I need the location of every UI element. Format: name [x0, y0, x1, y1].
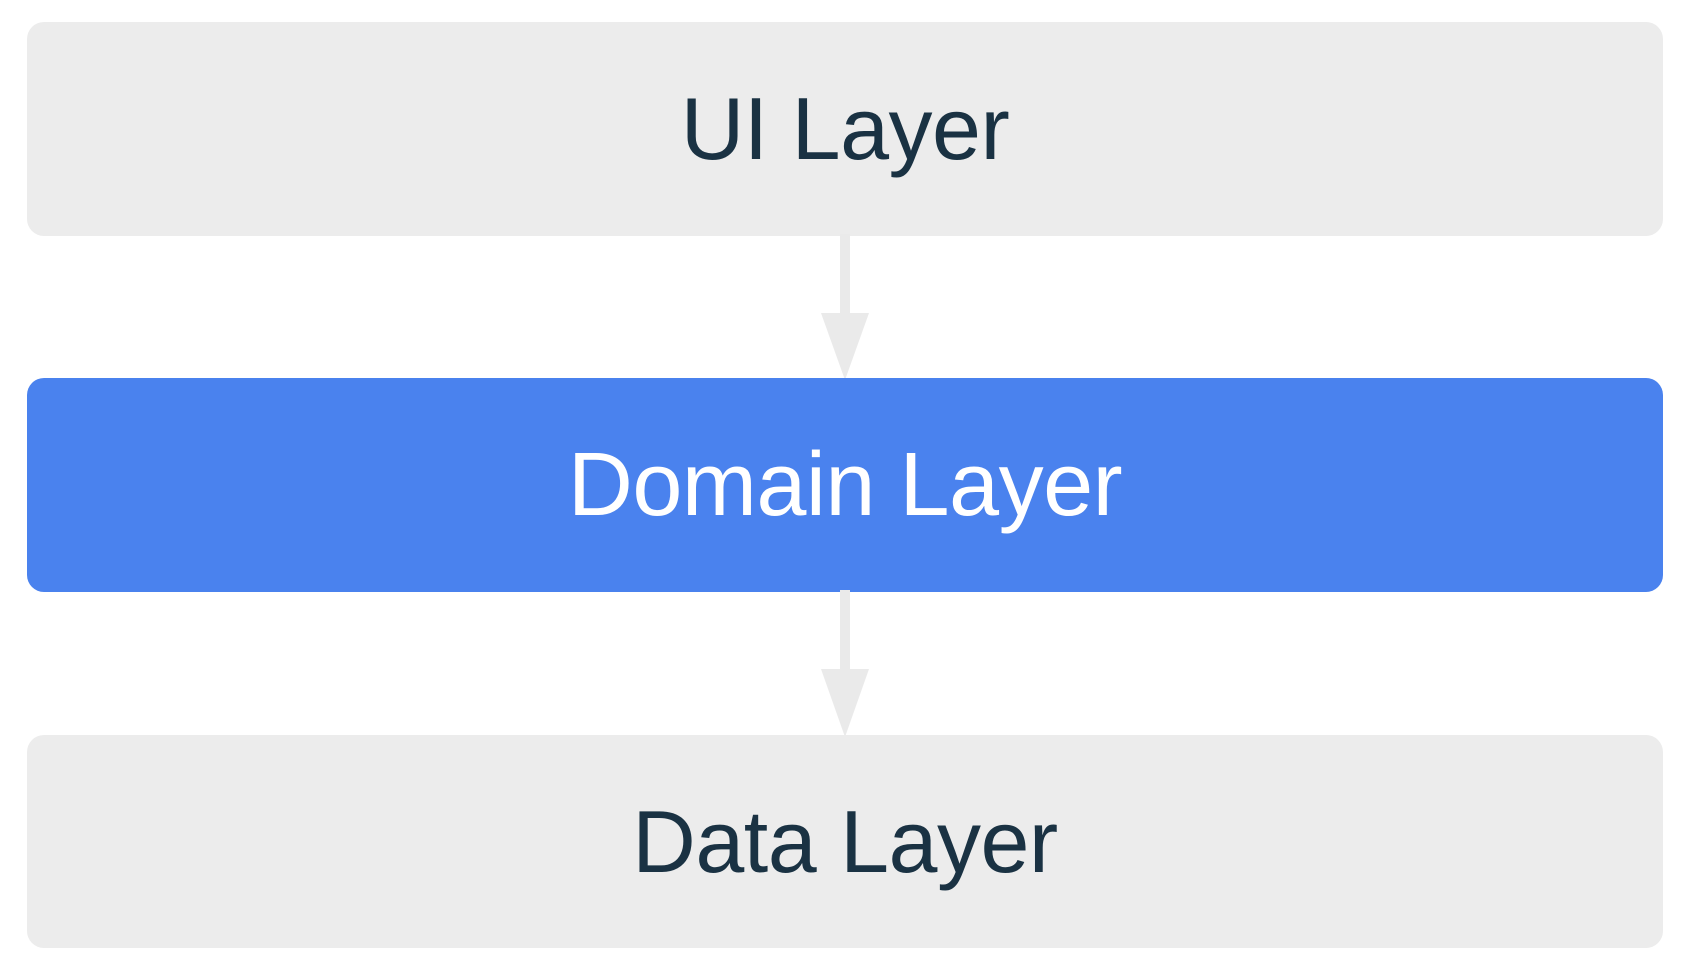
- node-ui-layer[interactable]: UI Layer: [27, 22, 1663, 236]
- node-data-layer-label: Data Layer: [632, 791, 1058, 891]
- node-ui-layer-label: UI Layer: [680, 79, 1010, 178]
- edge-domain-layer-to-data-layer: [821, 590, 869, 737]
- edge-ui-domain-arrowhead-icon: [821, 313, 869, 380]
- edge-domain-data-arrowhead-icon: [821, 669, 869, 737]
- edge-ui-domain-shaft: [840, 234, 850, 315]
- edge-ui-layer-to-domain-layer: [821, 234, 869, 380]
- node-domain-layer[interactable]: Domain Layer: [27, 378, 1663, 592]
- node-domain-layer-label: Domain Layer: [567, 435, 1123, 535]
- node-data-layer[interactable]: Data Layer: [27, 735, 1663, 948]
- edge-domain-data-shaft: [840, 590, 850, 671]
